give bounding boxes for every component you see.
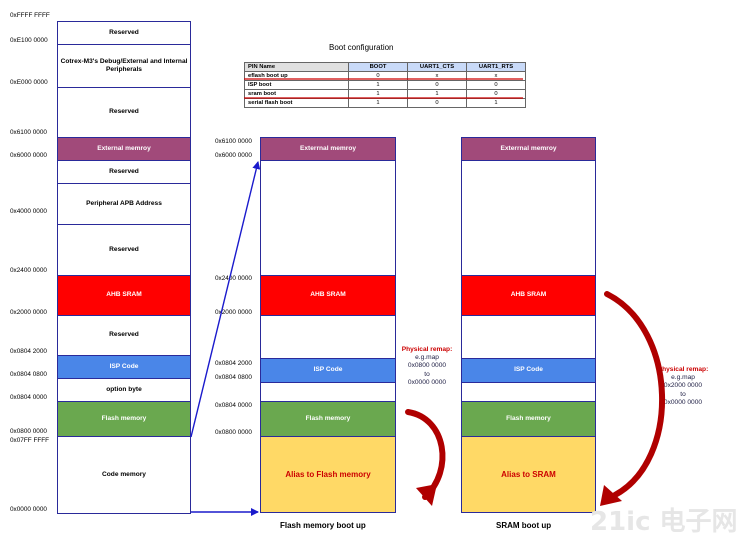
address-label: 0x0800 0000 xyxy=(215,429,252,436)
address-label: 0x0800 0000 xyxy=(10,428,47,435)
flash-memory-block: Flash memory xyxy=(57,401,191,437)
external-memory-block: Exterrnal memroy xyxy=(461,137,596,161)
alias-flash-block: Alias to Flash memory xyxy=(260,436,396,513)
apb-block: Peripheral APB Address xyxy=(57,183,191,225)
remap-line: to xyxy=(424,370,430,378)
address-label: 0x2400 0000 xyxy=(215,275,252,282)
remap-line: e.g.map xyxy=(671,374,695,382)
boot-config-table: PIN Name BOOT UART1_CTS UART1_RTS eflash… xyxy=(244,62,526,108)
remap-line: to xyxy=(680,390,686,398)
address-label: 0xE100 0000 xyxy=(10,37,48,44)
address-label: 0xE000 0000 xyxy=(10,79,48,86)
address-label: 0x2000 0000 xyxy=(215,309,252,316)
address-label: 0x6000 0000 xyxy=(215,152,252,159)
address-label: 0x0804 2000 xyxy=(10,348,47,355)
address-label: 0x0804 2000 xyxy=(215,360,252,367)
table-header-row: PIN Name BOOT UART1_CTS UART1_RTS xyxy=(244,62,526,72)
flash-remap-arrowhead xyxy=(416,484,437,506)
remap-title: Physical remap: xyxy=(401,346,453,353)
remap-line: 0x2000 0000 xyxy=(663,382,703,390)
isp-code-block: ISP Code xyxy=(260,358,396,383)
remap-line: 0x0000 0000 xyxy=(663,398,703,406)
ahb-sram-block: AHB SRAM xyxy=(57,275,191,316)
empty-block xyxy=(260,160,396,276)
peripherals-block: Cotrex-M3's Debug/External and Internal … xyxy=(57,44,191,88)
option-byte-block: option byte xyxy=(57,378,191,402)
external-memory-block: External memroy xyxy=(57,137,191,161)
alias-sram-block: Alias to SRAM xyxy=(461,436,596,513)
reserved-block: Reserved xyxy=(57,315,191,356)
flash-remap-note: Physical remap: e.g.map 0x0800 0000 to 0… xyxy=(398,346,456,387)
ahb-sram-block: AHB SRAM xyxy=(260,275,396,316)
remap-line: 0x0000 0000 xyxy=(407,378,447,386)
boot-config-title: Boot configuration xyxy=(329,43,394,52)
address-label: 0x6000 0000 xyxy=(10,152,47,159)
reserved-block: Reserved xyxy=(57,87,191,138)
flash-remap-curve xyxy=(405,409,446,500)
sram-remap-curve xyxy=(604,291,666,498)
reserved-block: Reserved xyxy=(57,21,191,45)
empty-block xyxy=(461,160,596,276)
flash-boot-caption: Flash memory boot up xyxy=(280,521,366,530)
sram-remap-arrowhead xyxy=(600,485,622,506)
address-label: 0x0804 0000 xyxy=(215,402,252,409)
remap-line: e.g.map xyxy=(415,354,439,362)
address-label: 0x2400 0000 xyxy=(10,267,47,274)
code-memory-block: Code memory xyxy=(57,436,191,514)
address-label: 0x4000 0000 xyxy=(10,208,47,215)
watermark: 21ic 电子网 xyxy=(590,507,738,537)
empty-block xyxy=(260,315,396,359)
remap-title: Physical remap: xyxy=(657,366,709,373)
address-label: 0x2000 0000 xyxy=(10,309,47,316)
sram-remap-note: Physical remap: e.g.map 0x2000 0000 to 0… xyxy=(652,366,714,407)
mapping-arrow xyxy=(190,161,261,438)
address-label: 0x0804 0800 xyxy=(10,371,47,378)
table-cell: 1 xyxy=(466,98,526,108)
address-label: 0x07FF FFFF xyxy=(10,437,50,444)
address-label: 0x0000 0000 xyxy=(10,506,47,513)
isp-code-block: ISP Code xyxy=(57,355,191,379)
address-label: 0x6100 0000 xyxy=(10,129,47,136)
remap-line: 0x0800 0000 xyxy=(407,362,447,370)
address-label: 0x0804 0000 xyxy=(10,394,47,401)
sram-boot-caption: SRAM boot up xyxy=(496,521,552,530)
reserved-block: Reserved xyxy=(57,224,191,276)
address-label: 0x0804 0800 xyxy=(215,374,252,381)
address-label: 0x6100 0000 xyxy=(215,138,252,145)
address-label: 0xFFFF FFFF xyxy=(10,12,50,19)
table-row: serial flash boot 1 0 1 xyxy=(244,98,526,108)
flash-memory-block: Flash memory xyxy=(260,401,396,437)
external-memory-block: Exterrnal memroy xyxy=(260,137,396,161)
